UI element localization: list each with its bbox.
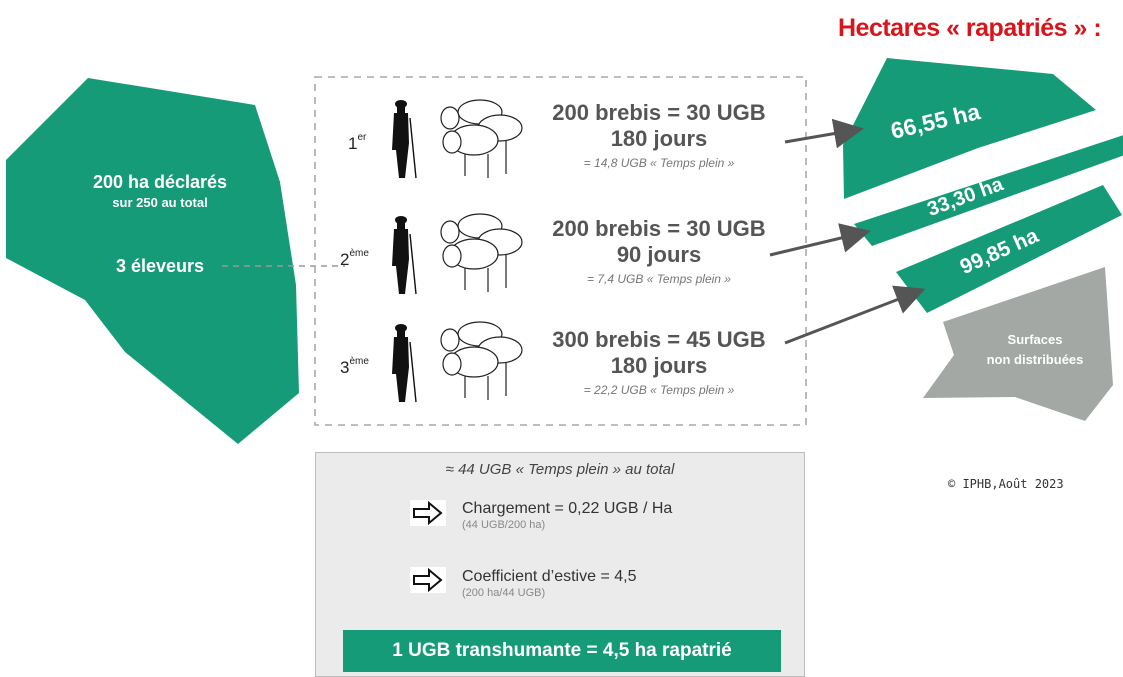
full-time-ugb: = 14,8 UGB « Temps plein »: [583, 156, 735, 170]
declared-area-label: 200 ha déclarés sur 250 au total: [55, 172, 265, 210]
shepherd-icon: [392, 100, 417, 179]
page-title: Hectares « rapatriés » :: [838, 14, 1102, 42]
undistributed-label: Surfaces non distribuées: [955, 330, 1115, 370]
undistributed-line-2: non distribuées: [986, 352, 1084, 367]
breeder-group-1: 200 brebis = 30 UGB 180 jours = 14,8 UGB…: [528, 100, 790, 170]
flock-size: 200 brebis = 30 UGB: [552, 100, 766, 125]
rank-2: 2ème: [340, 248, 369, 270]
rank-number: 2: [340, 250, 350, 269]
rank-suffix: ème: [349, 248, 369, 259]
breeders-count-label: 3 éleveurs: [115, 256, 205, 276]
summary-title: ≈ 44 UGB « Temps plein » au total: [445, 461, 675, 478]
stocking-rate-detail: (44 UGB/200 ha): [462, 519, 546, 531]
arrow-3: [784, 285, 926, 345]
duration: 90 jours: [616, 242, 702, 267]
breeder-group-2: 200 brebis = 30 UGB 90 jours = 7,4 UGB «…: [528, 216, 790, 286]
shepherd-icon: [392, 216, 417, 295]
copyright: © IPHB,Août 2023: [948, 477, 1064, 491]
breeders-dashed-box: [314, 76, 807, 426]
declared-area-sub: sur 250 au total: [112, 195, 208, 210]
summary-row-2: Coefficient d’estive = 4,5 (200 ha/44 UG…: [462, 568, 636, 599]
breeder-group-3: 300 brebis = 45 UGB 180 jours = 22,2 UGB…: [528, 327, 790, 397]
arrow-1: [784, 118, 864, 149]
arrow-2: [769, 223, 871, 257]
right-arrow-icon: [410, 500, 446, 526]
flock-size: 300 brebis = 45 UGB: [552, 327, 766, 352]
hectare-shape-3: [896, 185, 1122, 313]
undistributed-line-1: Surfaces: [1007, 332, 1063, 347]
right-arrow-icon: [410, 567, 446, 593]
rank-suffix: er: [357, 132, 367, 143]
summary-row-1: Chargement = 0,22 UGB / Ha (44 UGB/200 h…: [462, 500, 672, 531]
stocking-rate: Chargement = 0,22 UGB / Ha: [462, 500, 673, 517]
flock-size: 200 brebis = 30 UGB: [552, 216, 766, 241]
undistributed-shape: [923, 267, 1113, 421]
full-time-ugb: = 7,4 UGB « Temps plein »: [587, 272, 731, 286]
summer-coefficient-detail: (200 ha/44 UGB): [462, 587, 546, 599]
summary-box: ≈ 44 UGB « Temps plein » au total Charge…: [315, 452, 805, 677]
shepherd-icon: [392, 324, 417, 403]
full-time-ugb: = 22,2 UGB « Temps plein »: [583, 383, 735, 397]
rank-number: 3: [340, 358, 350, 377]
declared-area-shape: [6, 78, 299, 444]
hectare-shape-2: [854, 135, 1123, 246]
rank-3: 3ème: [340, 356, 369, 378]
hectare-shape-1: [843, 58, 1096, 199]
sheep-flock-icon: [440, 321, 523, 400]
rank-number: 1: [348, 134, 358, 153]
duration: 180 jours: [610, 353, 708, 378]
rank-suffix: ème: [349, 356, 369, 367]
summer-coefficient: Coefficient d’estive = 4,5: [462, 568, 637, 585]
duration: 180 jours: [610, 126, 708, 151]
rank-1: 1er: [348, 132, 367, 154]
conclusion-banner: 1 UGB transhumante = 4,5 ha rapatrié: [343, 630, 781, 672]
sheep-flock-icon: [440, 213, 523, 292]
sheep-flock-icon: [440, 99, 523, 178]
declared-area-main: 200 ha déclarés: [92, 172, 228, 192]
